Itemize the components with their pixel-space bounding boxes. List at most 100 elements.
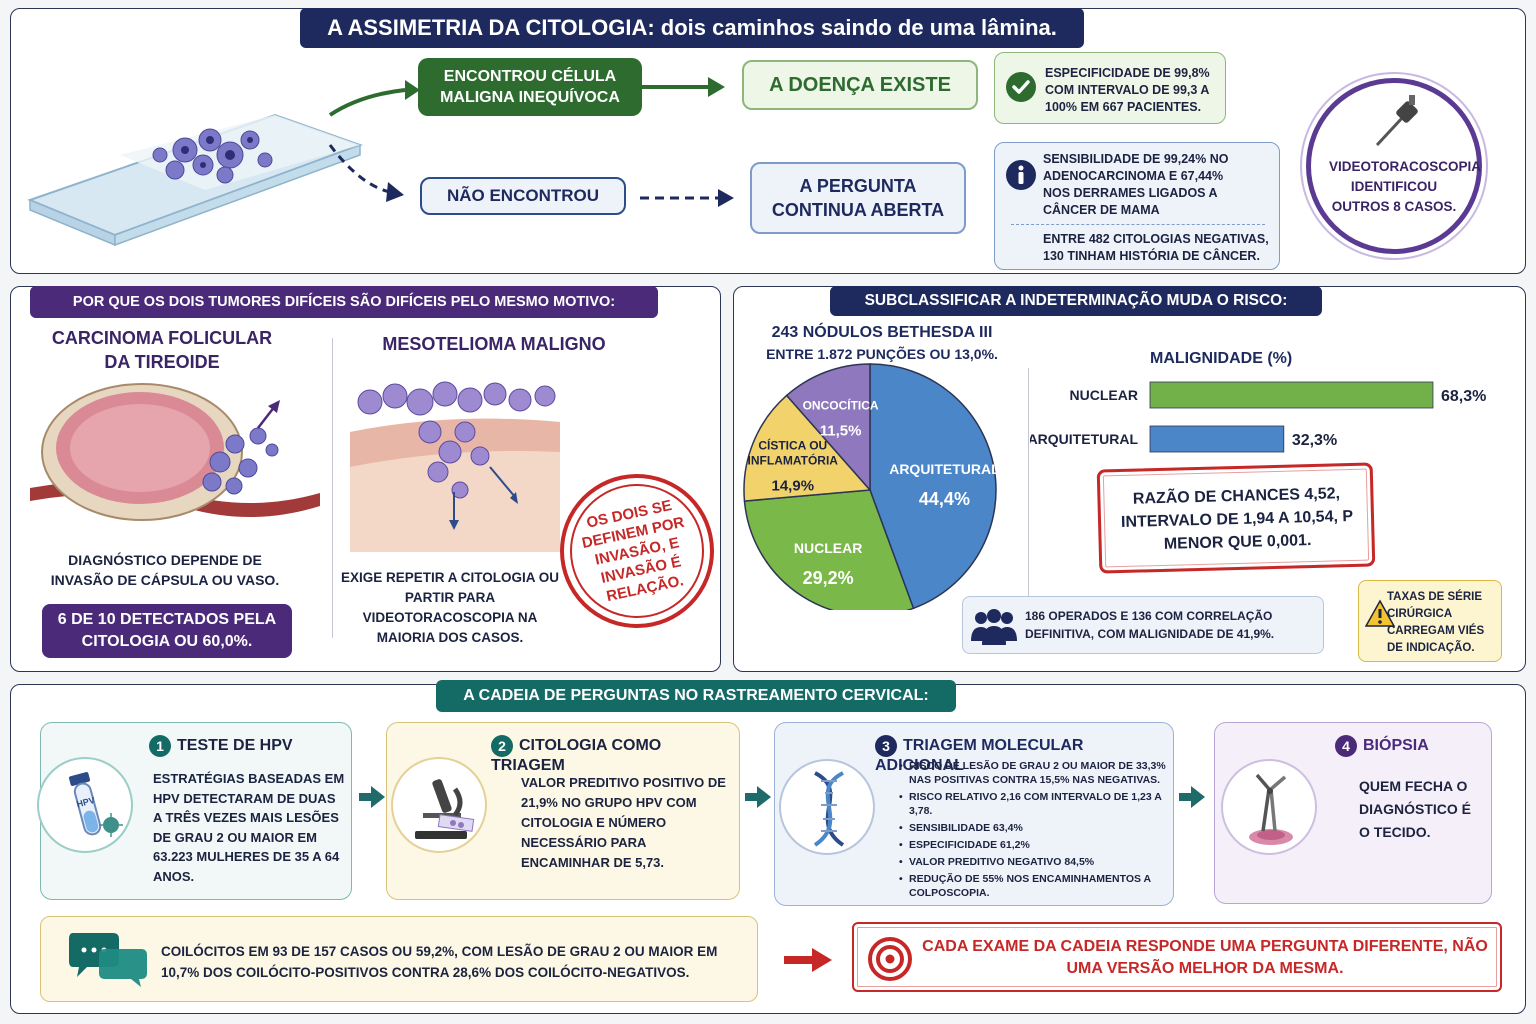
vats-badge: VIDEOTORACOSCOPIA IDENTIFICOU OUTROS 8 C… bbox=[1306, 78, 1482, 254]
conclusion-box: CADA EXAME DA CADEIA RESPONDE UMA PERGUN… bbox=[852, 922, 1502, 992]
tumor-banner: POR QUE OS DOIS TUMORES DIFÍCEIS SÃO DIF… bbox=[30, 286, 658, 318]
step-hpv: HPV 1 TESTE DE HPV ESTRATÉGIAS BASEADAS E… bbox=[37, 722, 352, 900]
info-icon bbox=[1006, 160, 1036, 190]
pie-slice-label: ONCOCÍTICA bbox=[803, 398, 879, 413]
bar bbox=[1149, 381, 1434, 409]
pie-slice bbox=[743, 394, 872, 502]
pie-slice-label: INFLAMATÓRIA bbox=[748, 453, 839, 468]
bar-value-label: 68,3% bbox=[1441, 388, 1486, 405]
pie-slice-label: CÍSTICA OU bbox=[758, 438, 827, 453]
conclusion-text: CADA EXAME DA CADEIA RESPONDE UMA PERGUN… bbox=[922, 938, 1488, 977]
operated-box: 186 OPERADOS E 136 COM CORRELAÇÃO DEFINI… bbox=[962, 596, 1324, 654]
arrow-step-2-3 bbox=[745, 786, 771, 808]
tube-label: HPV bbox=[75, 795, 95, 809]
bar-title: MALIGNIDADE (%) bbox=[1150, 350, 1293, 367]
dna-icon bbox=[813, 771, 845, 847]
sensitivity-text: SENSIBILIDADE DE 99,24% NO ADENOCARCINOM… bbox=[1043, 152, 1229, 217]
bar-category-label: ARQUITETURAL bbox=[1030, 431, 1138, 447]
found-box: ENCONTROU CÉLULA MALIGNA INEQUÍVOCA bbox=[418, 58, 642, 116]
people-icon bbox=[971, 609, 1017, 645]
arrow-step-1-2 bbox=[359, 786, 385, 808]
operated-text: 186 OPERADOS E 136 COM CORRELAÇÃO DEFINI… bbox=[1025, 609, 1275, 641]
thyroid-stat-box: 6 DE 10 DETECTADOS PELA CITOLOGIA OU 60,… bbox=[42, 604, 292, 658]
pie-slice-value: 44,4% bbox=[919, 489, 970, 509]
step-2-text: VALOR PREDITIVO POSITIVO DE 21,9% NO GRU… bbox=[521, 775, 726, 870]
odds-text: RAZÃO DE CHANCES 4,52, INTERVALO DE 1,94… bbox=[1120, 485, 1354, 553]
pie-slice-value: 14,9% bbox=[772, 478, 815, 495]
negatives-text: ENTRE 482 CITOLOGIAS NEGATIVAS, 130 TINH… bbox=[1043, 232, 1269, 263]
biopsy-icon-circle bbox=[1221, 759, 1317, 855]
pie-slice-label: ARQUITETURAL bbox=[889, 461, 1000, 477]
divider bbox=[1011, 224, 1265, 225]
step-2-title: CITOLOGIA COMO TRIAGEM bbox=[491, 737, 662, 774]
bar-chart: NUCLEAR 68,3% ARQUITETURAL 32,3% bbox=[1030, 381, 1486, 453]
mesothelioma-illustration bbox=[350, 381, 560, 552]
test-tube-icon: HPV bbox=[68, 772, 123, 837]
slide-illustration bbox=[27, 113, 363, 247]
specificity-text: ESPECIFICIDADE DE 99,8% COM INTERVALO DE… bbox=[1045, 66, 1210, 114]
cervical-banner: A CADEIA DE PERGUNTAS NO RASTREAMENTO CE… bbox=[436, 680, 956, 712]
list-item: ESPECIFICIDADE 61,2% bbox=[899, 838, 1171, 852]
warning-icon bbox=[1365, 599, 1395, 627]
step-3-number: 3 bbox=[875, 735, 897, 757]
step-1-number: 1 bbox=[149, 735, 171, 757]
arrow-step-3-4 bbox=[1179, 786, 1205, 808]
endoscope-icon bbox=[1375, 95, 1418, 147]
pie-subtitle: ENTRE 1.872 PUNÇÕES OU 13,0%. bbox=[766, 346, 998, 362]
thyroid-text: DIAGNÓSTICO DEPENDE DE INVASÃO DE CÁPSUL… bbox=[50, 552, 280, 588]
thyroid-illustration bbox=[30, 383, 320, 521]
main-title: A ASSIMETRIA DA CITOLOGIA: dois caminhos… bbox=[300, 8, 1084, 48]
bar-value-label: 32,3% bbox=[1292, 432, 1337, 449]
step-4-text: QUEM FECHA O DIAGNÓSTICO É O TECIDO. bbox=[1359, 778, 1472, 840]
target-icon bbox=[868, 937, 912, 981]
pie-slice bbox=[743, 489, 915, 610]
pie-slice-label: NUCLEAR bbox=[794, 540, 862, 556]
step-3-bullets: RISCO DE LESÃO DE GRAU 2 OU MAIOR DE 33,… bbox=[899, 759, 1171, 900]
step-1-text: ESTRATÉGIAS BASEADAS EM HPV DETECTARAM D… bbox=[153, 771, 345, 884]
tumor-divider bbox=[332, 338, 333, 638]
hpv-icon-circle: HPV bbox=[37, 757, 133, 853]
list-item: SENSIBILIDADE 63,4% bbox=[899, 821, 1171, 835]
pie-slice-value: 29,2% bbox=[803, 568, 854, 588]
specificity-box: ESPECIFICIDADE DE 99,8% COM INTERVALO DE… bbox=[994, 52, 1226, 124]
meso-text: EXIGE REPETIR A CITOLOGIA OU PARTIR PARA… bbox=[340, 570, 560, 645]
chart-divider bbox=[1028, 368, 1029, 598]
conclusion-arrow bbox=[784, 948, 832, 972]
list-item: RISCO RELATIVO 2,16 COM INTERVALO DE 1,2… bbox=[899, 790, 1171, 818]
vats-text: VIDEOTORACOSCOPIA IDENTIFICOU OUTROS 8 C… bbox=[1329, 159, 1482, 214]
pie-chart: ARQUITETURAL 44,4% NUCLEAR 29,2% CÍSTICA OUI… bbox=[743, 363, 1000, 610]
dna-icon-circle bbox=[779, 759, 875, 855]
list-item: VALOR PREDITIVO NEGATIVO 84,5% bbox=[899, 855, 1171, 869]
bar-category-label: NUCLEAR bbox=[1070, 387, 1138, 403]
biopsy-forceps-icon bbox=[1249, 773, 1293, 845]
microscope-icon bbox=[415, 779, 475, 839]
microscope-icon-circle bbox=[391, 757, 487, 853]
list-item: REDUÇÃO DE 55% NOS ENCAMINHAMENTOS A COL… bbox=[899, 872, 1171, 900]
pie-title: 243 NÓDULOS BETHESDA III bbox=[771, 324, 993, 341]
path-arrows bbox=[328, 77, 734, 207]
check-icon bbox=[1006, 72, 1036, 102]
risk-banner: SUBCLASSIFICAR A INDETERMINAÇÃO MUDA O R… bbox=[830, 286, 1322, 316]
chat-bubbles-icon bbox=[69, 933, 147, 987]
koilocytes-box: COILÓCITOS EM 93 DE 157 CASOS OU 59,2%, … bbox=[40, 916, 758, 1002]
pie-slice bbox=[785, 363, 871, 492]
step-2-number: 2 bbox=[491, 735, 513, 757]
step-1-title: TESTE DE HPV bbox=[177, 737, 293, 755]
odds-box: RAZÃO DE CHANCES 4,52, INTERVALO DE 1,94… bbox=[1096, 462, 1376, 574]
step-4-title: BIÓPSIA bbox=[1363, 737, 1429, 755]
thyroid-title: CARCINOMA FOLICULAR DA TIREOIDE bbox=[51, 328, 273, 372]
bias-text: TAXAS DE SÉRIE CIRÚRGICA CARREGAM VIÉS D… bbox=[1387, 591, 1485, 654]
list-item: RISCO DE LESÃO DE GRAU 2 OU MAIOR DE 33,… bbox=[899, 759, 1171, 787]
open-question-box: A PERGUNTA CONTINUA ABERTA bbox=[750, 162, 966, 234]
bar bbox=[1149, 425, 1285, 453]
meso-title: MESOTELIOMA MALIGNO bbox=[382, 334, 606, 354]
pie-slice-value: 11,5% bbox=[820, 423, 862, 440]
disease-box: A DOENÇA EXISTE bbox=[742, 60, 978, 110]
not-found-box: NÃO ENCONTROU bbox=[420, 177, 626, 215]
pie-slice bbox=[869, 363, 997, 610]
